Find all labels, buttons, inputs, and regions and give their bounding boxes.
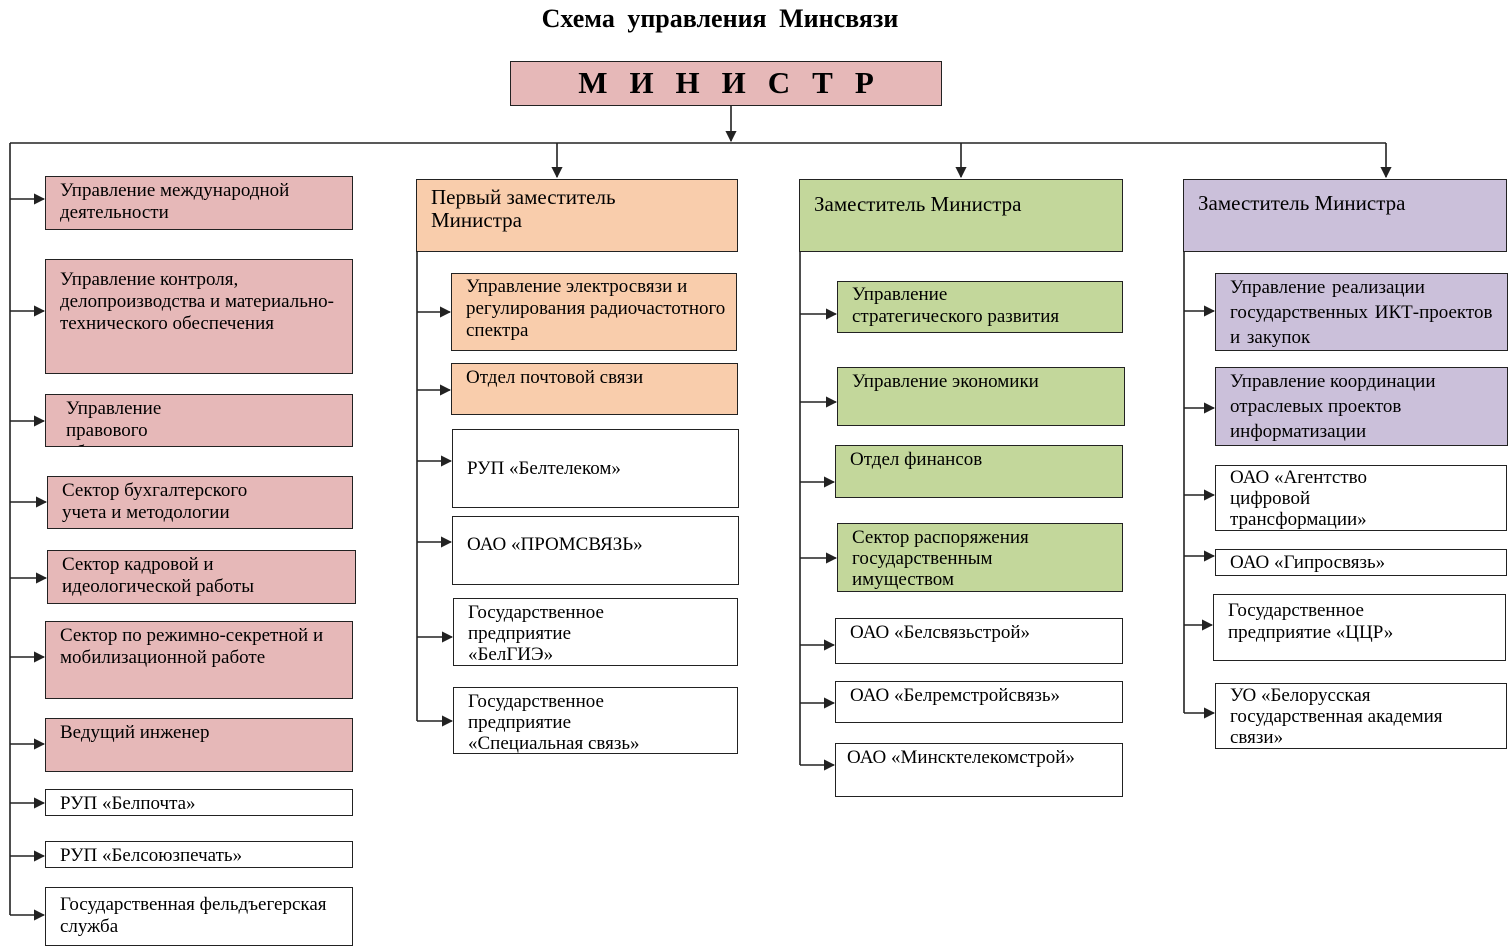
col1-box-accounting: Сектор бухгалтерского учета и методологи… bbox=[47, 476, 353, 529]
col4-box-giprosvyaz: ОАО «Гипросвязь» bbox=[1215, 549, 1507, 576]
col1-box-legal: Управление правового обеспечения bbox=[45, 394, 353, 447]
col1-box-control: Управление контроля, делопроизводства и … bbox=[45, 259, 353, 374]
col1-box-belsoyuzpechat: РУП «Белсоюзпечать» bbox=[45, 841, 353, 868]
col3-box-strategy: Управление стратегического развития bbox=[837, 281, 1123, 333]
col3-box-belremstroysvyaz: ОАО «Белремстройсвязь» bbox=[835, 681, 1123, 723]
col3-box-minsktelekomstroy: ОАО «Минсктелекомстрой» bbox=[835, 743, 1123, 797]
diagram-title: Схема управления Минсвязи bbox=[541, 4, 899, 33]
col3-box-economics: Управление экономики bbox=[837, 367, 1125, 426]
col4-box-academy: УО «Белорусская государственная академия… bbox=[1215, 683, 1507, 749]
col1-box-courier: Государственная фельдъегерская служба bbox=[45, 887, 353, 946]
col4-box-informatization: Управление координации отраслевых проект… bbox=[1215, 367, 1508, 446]
col4-box-digital-agency: ОАО «Агентство цифровой трансформации» bbox=[1215, 465, 1507, 531]
col3-box-property: Сектор распоряжения государственным имущ… bbox=[837, 523, 1123, 592]
col2-box-postal: Отдел почтовой связи bbox=[451, 363, 738, 415]
col1-box-engineer: Ведущий инженер bbox=[45, 718, 353, 772]
col1-box-belpochta: РУП «Белпочта» bbox=[45, 789, 353, 816]
minister-label: МИНИСТР bbox=[578, 65, 896, 100]
col3-head-deputy: Заместитель Министра bbox=[799, 179, 1123, 252]
col3-box-belsvyazstroy: ОАО «Белсвязьстрой» bbox=[835, 618, 1123, 664]
col4-box-tsts: Государственное предприятие «ЦЦР» bbox=[1213, 594, 1506, 661]
col1-box-international: Управление международной деятельности bbox=[45, 176, 353, 230]
col4-box-ict-projects: Управление реализации государственных ИК… bbox=[1215, 273, 1508, 351]
col2-box-promsvyaz: ОАО «ПРОМСВЯЗЬ» bbox=[452, 516, 739, 585]
col4-head-deputy: Заместитель Министра bbox=[1183, 179, 1507, 252]
col2-head-first-deputy: Первый заместитель Министра bbox=[416, 179, 738, 252]
col2-box-belgie: Государственное предприятие «БелГИЭ» bbox=[453, 598, 738, 666]
col1-box-secret: Сектор по режимно-секретной и мобилизаци… bbox=[45, 621, 353, 699]
col2-box-special-comm: Государственное предприятие «Специальная… bbox=[453, 687, 738, 754]
col1-box-personnel: Сектор кадровой и идеологической работы bbox=[47, 550, 356, 604]
col2-box-telecom: Управление электросвязи и регулирования … bbox=[451, 273, 737, 351]
minister-box: МИНИСТР bbox=[510, 61, 942, 106]
col3-box-finance: Отдел финансов bbox=[835, 445, 1123, 498]
col2-box-beltelecom: РУП «Белтелеком» bbox=[452, 429, 739, 508]
